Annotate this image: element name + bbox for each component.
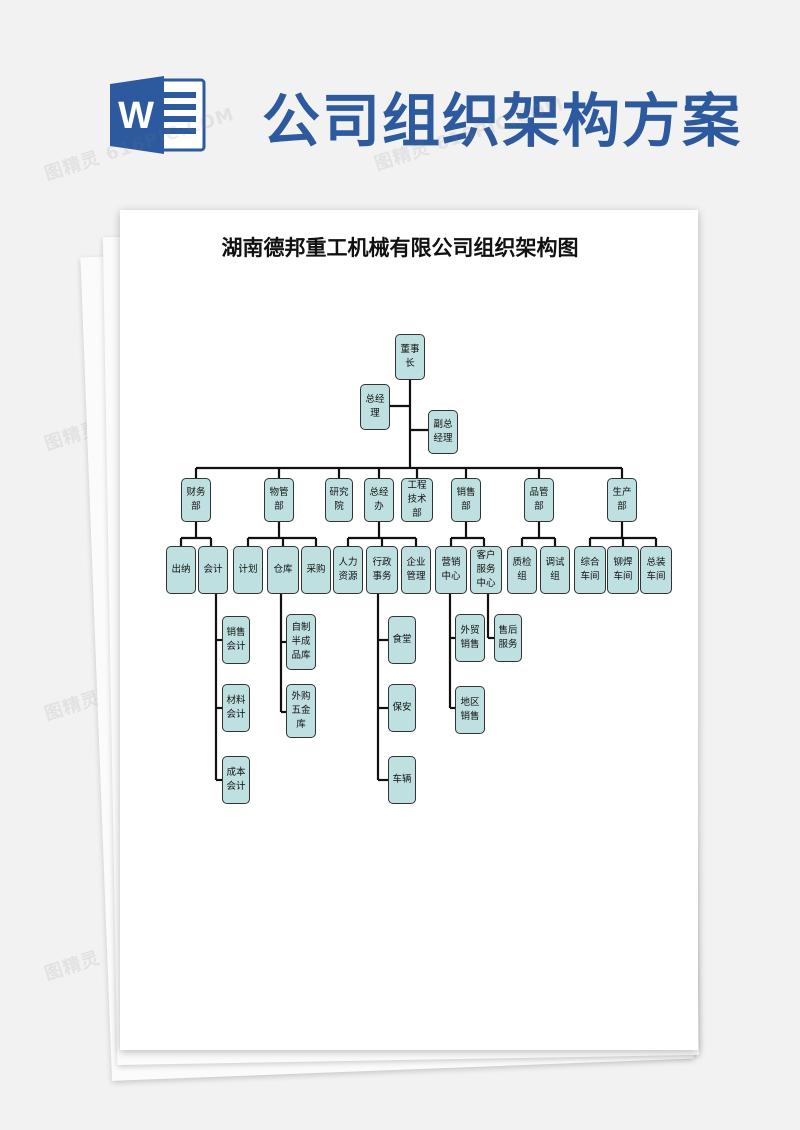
org-node-self-made-semi-finished: 自制半成品库: [286, 614, 316, 670]
org-node-admin-affairs: 行政事务: [366, 546, 398, 594]
org-node-purchasing: 采购: [301, 546, 331, 594]
org-node-customer-service-center: 客户服务中心: [470, 546, 502, 594]
org-node-cashier: 出纳: [166, 546, 196, 594]
org-node-vice-general-manager: 副总经理: [428, 410, 458, 454]
org-node-chairman: 董事长: [395, 334, 425, 380]
org-node-quality: 品管部: [524, 478, 554, 522]
org-node-sales-accounting: 销售会计: [222, 616, 250, 664]
org-node-marketing-center: 营销中心: [435, 546, 467, 594]
org-node-planning: 计划: [233, 546, 263, 594]
document-title: 湖南德邦重工机械有限公司组织架构图: [221, 236, 579, 260]
org-node-warehouse: 仓库: [267, 546, 299, 594]
org-node-regional-sales: 地区销售: [455, 686, 485, 734]
org-node-engineering: 工程技术部: [401, 478, 433, 522]
org-node-canteen: 食堂: [388, 616, 416, 664]
org-node-finance: 财务部: [181, 478, 211, 522]
org-node-quality-inspection: 质检组: [507, 546, 537, 594]
org-node-foreign-sales: 外贸销售: [455, 614, 485, 662]
page-title: 公司组织架构方案: [262, 87, 743, 155]
org-node-security: 保安: [388, 684, 416, 732]
org-node-hr: 人力资源: [333, 546, 363, 594]
org-node-general-workshop: 综合车间: [574, 546, 606, 594]
org-node-vehicles: 车辆: [388, 756, 416, 804]
org-node-enterprise-management: 企业管理: [401, 546, 431, 594]
org-node-after-sales-service: 售后服务: [494, 614, 522, 662]
org-node-materials: 物管部: [264, 478, 294, 522]
org-node-assembly-workshop: 总装车间: [640, 546, 672, 594]
org-node-purchased-hardware: 外购五金库: [286, 684, 316, 738]
svg-text:W: W: [118, 95, 154, 137]
org-node-material-accounting: 材料会计: [222, 684, 250, 732]
word-logo-icon: W: [110, 76, 206, 154]
org-node-accounting: 会计: [198, 546, 228, 594]
org-node-production: 生产部: [607, 478, 637, 522]
org-node-cost-accounting: 成本会计: [222, 756, 250, 804]
org-node-testing: 调试组: [540, 546, 570, 594]
org-node-welding-workshop: 铆焊车间: [607, 546, 639, 594]
org-node-general-manager: 总经理: [360, 384, 390, 430]
org-node-sales: 销售部: [451, 478, 481, 522]
org-node-research: 研究院: [325, 478, 353, 522]
org-node-general-office: 总经办: [364, 478, 394, 522]
